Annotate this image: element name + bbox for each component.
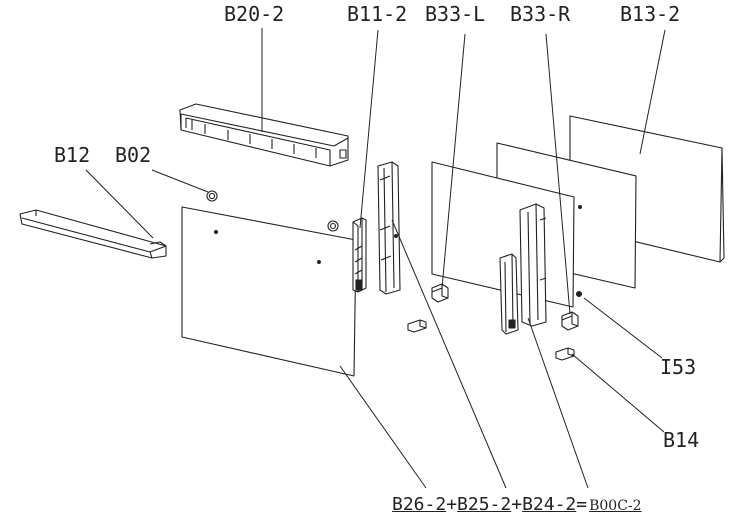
small-bracket-left (407, 319, 427, 333)
leader-b02 (151, 169, 209, 193)
handle-b12 (19, 209, 167, 259)
leader-b11-2 (359, 29, 379, 229)
label-b33-r: B33-R (510, 2, 571, 26)
clip-b33-r (561, 311, 579, 331)
label-b13-2: B13-2 (620, 2, 681, 26)
label-b33-l: B33-L (425, 2, 486, 26)
door-panel-b26-2 (181, 206, 357, 377)
leader-b13-2 (639, 29, 666, 155)
screw-b02 (206, 190, 218, 202)
formula-equals: = (576, 494, 588, 515)
small-bracket-b14 (555, 347, 575, 361)
formula-part-b25-2: B25-2 (457, 494, 512, 515)
formula-plus-1: + (446, 494, 458, 515)
formula-part-b26-2: B26-2 (392, 494, 447, 515)
hinge-bracket-b11-2 (352, 217, 367, 293)
vertical-rail-b25-2 (377, 161, 401, 295)
formula-result-b00c-2: B00C-2 (589, 498, 642, 514)
label-b14: B14 (663, 428, 700, 452)
label-i53: I53 (660, 355, 697, 379)
washer-i53 (575, 290, 583, 298)
leader-b33-l (441, 33, 466, 289)
leader-b24-2 (527, 317, 589, 489)
vertical-rail-b24-2 (499, 203, 547, 335)
leader-b26-2 (339, 365, 427, 489)
leader-lines (85, 28, 666, 489)
label-b02: B02 (115, 143, 152, 167)
label-b12: B12 (54, 143, 91, 167)
top-trim-b20-2 (179, 103, 349, 167)
leader-b12 (85, 169, 154, 239)
leader-i53 (583, 297, 663, 359)
formula-part-b24-2: B24-2 (522, 494, 577, 515)
assembly-formula: B26-2+B25-2+B24-2=B00C-2 (392, 494, 656, 520)
leader-b33-r (545, 33, 571, 315)
leader-b25-2 (391, 219, 507, 489)
clip-b33-l (431, 283, 449, 303)
formula-plus-2: + (511, 494, 523, 515)
label-b20-2: B20-2 (224, 2, 285, 26)
leader-b14 (571, 353, 665, 433)
label-b11-2: B11-2 (347, 2, 408, 26)
